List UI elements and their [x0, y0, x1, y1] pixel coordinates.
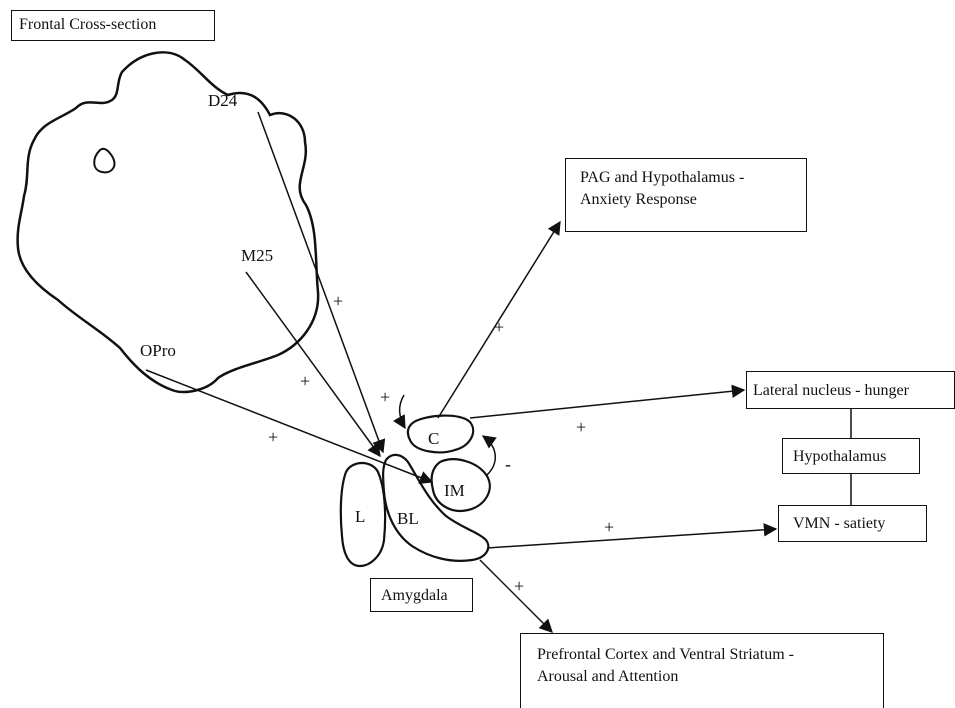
pag-box-line2: Anxiety Response [580, 190, 697, 208]
opro-label: OPro [140, 341, 176, 360]
amygdala-label: Amygdala [381, 587, 448, 604]
pag-box-line1: PAG and Hypothalamus - [580, 169, 745, 186]
vmn-label: VMN - satiety [793, 515, 886, 532]
lateral-nucleus-label: Lateral nucleus - hunger [753, 382, 909, 399]
lateral-nucleus-box: Lateral nucleus - hunger [746, 371, 955, 409]
l-label: L [355, 507, 366, 526]
frontal-cross-section-title-box: Frontal Cross-section [11, 10, 215, 41]
m25-plus-sign: + [300, 371, 311, 391]
hypothalamus-label: Hypothalamus [793, 448, 887, 465]
hypothalamus-box: Hypothalamus [782, 438, 920, 474]
bl-label: BL [397, 509, 419, 528]
im-label: IM [444, 481, 465, 500]
pag-hypothalamus-box: PAG and Hypothalamus - Anxiety Response [565, 158, 807, 232]
bl-nucleus-outline [382, 453, 490, 562]
pfc-box-line2: Arousal and Attention [537, 667, 679, 685]
c-input-arrow [393, 394, 406, 430]
pfc-box-line1: Prefrontal Cortex and Ventral Striatum - [537, 646, 794, 663]
opro-projection-arrow [145, 369, 434, 484]
d24-label: D24 [208, 91, 238, 110]
c-nucleus-outline [406, 414, 475, 454]
opro-plus-sign: + [268, 427, 279, 447]
frontal-cortex-outline [16, 51, 320, 394]
amygdala-box: Amygdala [370, 578, 473, 612]
c-to-pag-arrow [437, 220, 561, 419]
vmn-box: VMN - satiety [778, 505, 927, 542]
bl-to-vmn-arrow [486, 523, 778, 549]
lateral-plus-sign: + [576, 417, 587, 437]
c-to-lateral-arrow [469, 384, 746, 419]
frontal-cross-section-title: Frontal Cross-section [19, 16, 157, 33]
pfc-plus-sign: + [514, 576, 525, 596]
m25-projection-arrow [245, 271, 381, 458]
bl-to-pfc-arrow [479, 559, 553, 633]
im-minus-sign: - [505, 454, 511, 474]
d24-projection-arrow [257, 111, 386, 454]
frontal-cortex-inner-fold [93, 147, 116, 174]
d24-plus-sign: + [333, 291, 344, 311]
m25-label: M25 [241, 246, 274, 265]
c-label: C [428, 429, 440, 448]
l-nucleus-outline [339, 461, 387, 568]
im-to-c-feedback-arrow [481, 435, 497, 476]
vmn-plus-sign: + [604, 517, 615, 537]
c-plus-sign: + [380, 387, 391, 407]
pfc-striatum-box: Prefrontal Cortex and Ventral Striatum -… [520, 633, 884, 708]
pag-plus-sign: + [494, 317, 505, 337]
